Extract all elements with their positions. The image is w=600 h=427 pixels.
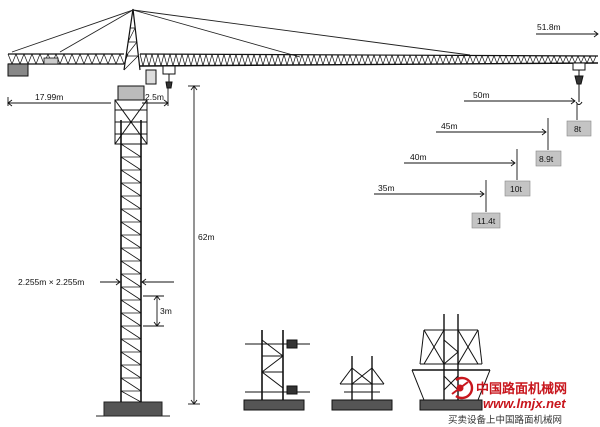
load-boxes <box>471 120 592 229</box>
radius-label-45m: 45m <box>441 121 458 131</box>
counter-jib-label: 17.99m <box>35 92 63 102</box>
main-jib <box>139 53 599 67</box>
watermark-logo: 中国路面机械网 www.lmjx.net 买卖设备上中国路面机械网 <box>448 376 567 426</box>
watermark-name: 中国路面机械网 <box>476 381 567 397</box>
jib-length-label: 51.8m <box>537 22 561 32</box>
detail-climbing-cage <box>411 314 491 411</box>
load-label-50m: 8t <box>574 124 582 134</box>
tip-trolley <box>572 62 586 105</box>
load-box-50m <box>566 120 592 137</box>
radius-label-40m: 40m <box>410 152 427 162</box>
load-label-35m: 11.4t <box>477 216 496 226</box>
tie-lines <box>11 9 471 58</box>
tower-head <box>123 8 141 71</box>
crane-foundation <box>96 401 170 417</box>
counter-jib <box>7 53 129 77</box>
inner-trolley <box>162 65 176 89</box>
hook-offset-label: 2.5m <box>145 92 164 102</box>
load-box-40m <box>504 180 531 197</box>
load-box-35m <box>471 212 501 229</box>
crane-mast <box>120 120 142 403</box>
detail-mast-joint <box>243 330 310 411</box>
climbing-frame <box>114 69 157 145</box>
height-label: 62m <box>198 232 215 242</box>
section-height-label: 3m <box>160 306 172 316</box>
load-label-45m: 8.9t <box>539 154 554 164</box>
watermark-url: www.lmjx.net <box>483 396 566 411</box>
radius-label-35m: 35m <box>378 183 395 193</box>
load-label-40m: 10t <box>510 184 522 194</box>
dimension-lines <box>7 30 599 405</box>
mast-section-label: 2.255m × 2.255m <box>18 277 84 287</box>
watermark-emblem-icon <box>451 376 474 400</box>
load-box-45m <box>535 150 562 167</box>
load-chart <box>374 97 578 212</box>
radius-label-50m: 50m <box>473 90 490 100</box>
watermark-slogan: 买卖设备上中国路面机械网 <box>448 414 562 426</box>
detail-base-frame <box>331 356 393 411</box>
